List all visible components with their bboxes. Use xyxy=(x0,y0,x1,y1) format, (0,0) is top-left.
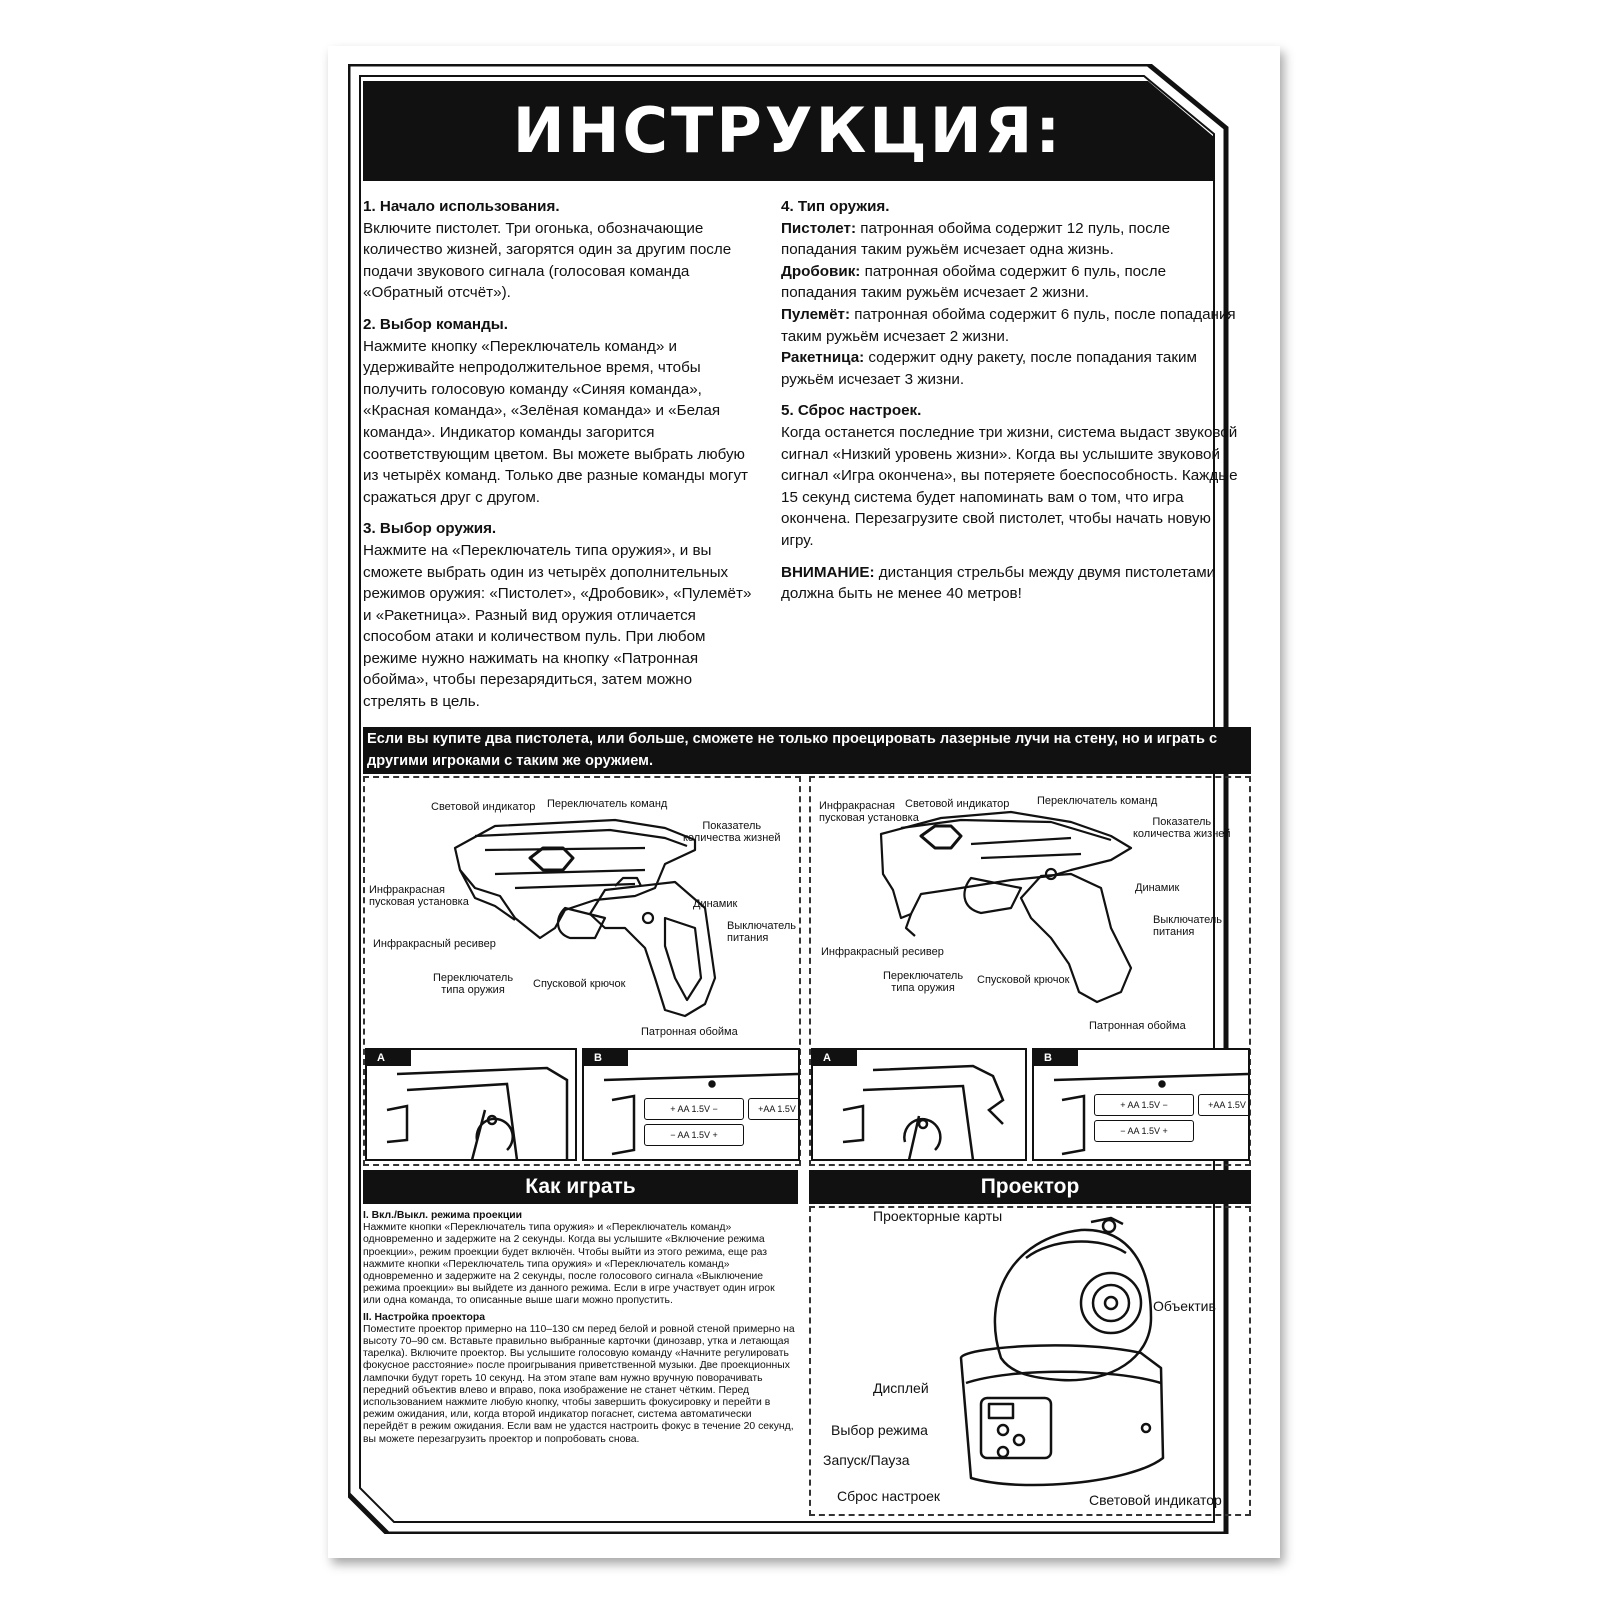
section-1-text: Включите пистолет. Три огонька, обознача… xyxy=(363,219,732,302)
gun2-label-magazine: Патронная обойма xyxy=(1089,1020,1186,1032)
projection-mode-text: Нажмите кнопки «Переключатель типа оружи… xyxy=(363,1222,775,1307)
instruction-sheet xyxy=(328,46,1280,1558)
projector-label-reset: Сброс настроек xyxy=(837,1488,941,1504)
gun1-label-trigger: Спусковой крючок xyxy=(533,978,626,990)
gun2-label-trigger: Спусковой крючок xyxy=(977,974,1070,986)
battery-panel-2b: B + AA 1.5V − +AA 1.5V − AA 1.5V + xyxy=(1032,1048,1250,1161)
section-2-text: Нажмите кнопку «Переключатель команд» и … xyxy=(363,337,748,506)
gun1-label-ir-receiver: Инфракрасный ресивер xyxy=(373,938,496,950)
battery-panel-2a: A xyxy=(811,1048,1027,1161)
projection-mode-title: I. Вкл./Выкл. режима проекции xyxy=(363,1210,523,1221)
left-column: 1. Начало использования. Включите пистол… xyxy=(363,196,755,723)
projector-label-display: Дисплей xyxy=(873,1380,929,1396)
multiplayer-banner: Если вы купите два пистолета, или больше… xyxy=(363,727,1251,774)
weapon-rocket: Ракетница: содержит одну ракету, после п… xyxy=(781,349,1197,388)
gun2-label-power: Выключатель питания xyxy=(1153,914,1223,938)
warning-text: ВНИМАНИЕ: дистанция стрельбы между двумя… xyxy=(781,563,1216,603)
projector-label-light: Световой индикатор xyxy=(1089,1492,1222,1508)
projector-label-mode: Выбор режима xyxy=(831,1422,928,1438)
weapon-list: Пистолет: патронная обойма содержит 12 п… xyxy=(781,218,1243,391)
page-title: ИНСТРУКЦИЯ: xyxy=(512,94,1064,167)
gun-2-drawing xyxy=(879,810,1133,1004)
projector-label-lens: Объектив xyxy=(1153,1298,1216,1314)
section-1-title: 1. Начало использования. xyxy=(363,198,560,215)
section-5-title: 5. Сброс настроек. xyxy=(781,402,922,420)
section-4-title: 4. Тип оружия. xyxy=(781,198,890,215)
gun2-label-ir-emitter: Инфракрасная пусковая установка xyxy=(819,800,919,824)
gun2-label-team: Переключатель команд xyxy=(1037,795,1158,807)
battery-panel-1b: B + AA 1.5V − +AA 1.5V − AA 1.5V + xyxy=(582,1048,800,1161)
battery-cell: − AA 1.5V + xyxy=(1094,1120,1194,1142)
right-column: 4. Тип оружия. Пистолет: патронная обойм… xyxy=(781,196,1243,615)
battery-panel-1a: A xyxy=(365,1048,577,1161)
panel-tag-b: B xyxy=(1034,1050,1078,1066)
panel-tag-b: B xyxy=(584,1050,628,1066)
how-to-play-text: I. Вкл./Выкл. режима проекции Нажмите кн… xyxy=(363,1210,795,1450)
projector-setup-title: II. Настройка проектора xyxy=(363,1311,486,1323)
gun2-label-speaker: Динамик xyxy=(1135,882,1180,894)
battery-cell: + AA 1.5V − xyxy=(644,1098,744,1120)
projector-setup-text: Поместите проектор примерно на 110–130 с… xyxy=(363,1323,795,1445)
battery-cover-drawing xyxy=(842,1064,1005,1159)
gun1-label-power: Выключатель питания xyxy=(727,920,797,944)
gun1-label-light: Световой индикатор xyxy=(431,801,536,813)
weapon-shotgun: Дробовик: патронная обойма содержит 6 пу… xyxy=(781,262,1167,302)
gun2-label-weapon: Переключатель типа оружия xyxy=(883,970,964,994)
battery-cell: +AA 1.5V xyxy=(748,1098,798,1120)
panel-tag-a: A xyxy=(813,1050,857,1066)
gun2-label-ir-receiver: Инфракрасный ресивер xyxy=(821,946,944,958)
gun2-label-light: Световой индикатор xyxy=(905,798,1010,810)
gun1-label-ir-emitter: Инфракрасная пусковая установка xyxy=(369,884,469,908)
gun1-label-team: Переключатель команд xyxy=(547,798,668,810)
gun1-label-speaker: Динамик xyxy=(693,898,738,910)
projector-label-cards: Проекторные карты xyxy=(873,1208,1003,1224)
gun-diagram-2: Инфракрасная пусковая установка Световой… xyxy=(809,776,1251,1166)
gun-1-drawing xyxy=(453,818,717,1018)
section-5-text: Когда останется последние три жизни, сис… xyxy=(781,423,1238,549)
section-3-text: Нажмите на «Переключатель типа оружия», … xyxy=(363,541,752,711)
projector-drawing xyxy=(959,1216,1165,1487)
battery-compartment-drawing xyxy=(1053,1072,1248,1156)
battery-compartment-drawing xyxy=(603,1072,798,1156)
section-3-title: 3. Выбор оружия. xyxy=(363,520,497,538)
battery-cell: +AA 1.5V xyxy=(1198,1094,1248,1116)
gun1-label-weapon: Переключатель типа оружия xyxy=(433,972,514,996)
projector-diagram: Проекторные карты Объектив Дисплей Выбор… xyxy=(809,1206,1251,1516)
sheet-border xyxy=(348,64,1260,1534)
panel-tag-a: A xyxy=(367,1050,411,1066)
gun1-label-magazine: Патронная обойма xyxy=(641,1026,738,1038)
section-2-title: 2. Выбор команды. xyxy=(363,315,508,333)
battery-cover-drawing xyxy=(386,1066,569,1159)
gun2-label-lives: Показатель количества жизней xyxy=(1133,816,1231,840)
battery-cell: + AA 1.5V − xyxy=(1094,1094,1194,1116)
weapon-machinegun: Пулемёт: патронная обойма содержит 6 пул… xyxy=(781,305,1236,345)
weapon-pistol: Пистолет: патронная обойма содержит 12 п… xyxy=(781,219,1171,259)
gun1-label-lives: Показатель количества жизней xyxy=(683,820,781,844)
gun-diagram-1: Световой индикатор Переключатель команд … xyxy=(363,776,801,1166)
projector-header: Проектор xyxy=(809,1170,1251,1204)
how-to-play-header: Как играть xyxy=(363,1170,798,1204)
projector-label-start: Запуск/Пауза xyxy=(823,1452,910,1468)
battery-cell: − AA 1.5V + xyxy=(644,1124,744,1146)
